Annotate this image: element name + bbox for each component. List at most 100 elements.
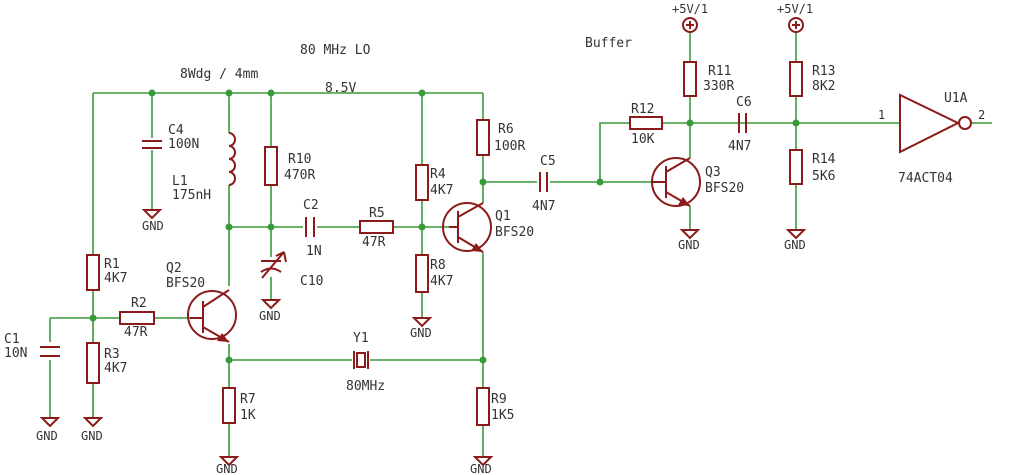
r11-value: 330R xyxy=(703,79,734,94)
ground-q3: GND xyxy=(678,229,701,252)
ground-c1: GND xyxy=(36,417,61,443)
supply-vcc1-label: +5V/1 xyxy=(672,2,708,16)
wires xyxy=(49,33,992,457)
ground-label: GND xyxy=(410,326,432,340)
resistor-r5: R5 47R xyxy=(359,206,394,250)
ground-r7: GND xyxy=(216,456,240,475)
r3-value: 4K7 xyxy=(104,361,127,376)
capacitor-c4: C4 100N xyxy=(142,123,199,152)
resistor-r13: R13 8K2 xyxy=(789,61,835,97)
junctions xyxy=(89,89,800,364)
c2-value: 1N xyxy=(306,244,322,259)
y1-value: 80MHz xyxy=(346,379,385,394)
schematic-title: 80 MHz LO xyxy=(300,43,371,58)
c1-value: 10N xyxy=(4,346,27,361)
r6-name: R6 xyxy=(498,122,514,137)
resistor-r11: R11 330R xyxy=(683,61,734,97)
ground-label: GND xyxy=(36,429,58,443)
ground-r14: GND xyxy=(784,229,807,252)
resistor-r10: R10 470R xyxy=(264,146,315,186)
ground-r9: GND xyxy=(470,456,494,475)
c6-name: C6 xyxy=(736,95,752,110)
r6-value: 100R xyxy=(494,139,525,154)
c1-name: C1 xyxy=(4,332,20,347)
r1-value: 4K7 xyxy=(104,271,127,286)
r9-name: R9 xyxy=(491,392,507,407)
capacitor-c2: C2 1N xyxy=(303,198,322,259)
resistor-r3: R3 4K7 xyxy=(86,342,127,384)
capacitor-c5: C5 4N7 xyxy=(532,154,556,214)
supply-vcc2-label: +5V/1 xyxy=(777,2,813,16)
r1-name: R1 xyxy=(104,257,120,272)
l1-value: 175nH xyxy=(172,188,211,203)
r8-name: R8 xyxy=(430,258,446,273)
c6-value: 4N7 xyxy=(728,139,751,154)
r11-name: R11 xyxy=(708,64,731,79)
crystal-y1: Y1 80MHz xyxy=(346,331,385,394)
y1-name: Y1 xyxy=(353,331,369,346)
c4-value: 100N xyxy=(168,137,199,152)
inductor-l1: L1 175nH xyxy=(172,132,236,203)
resistor-r2: R2 47R xyxy=(119,296,155,340)
resistor-r6: R6 100R xyxy=(476,119,525,156)
r8-value: 4K7 xyxy=(430,274,453,289)
r2-value: 47R xyxy=(124,325,148,340)
winding-note: 8Wdg / 4mm xyxy=(180,67,258,82)
capacitor-c1: C1 10N xyxy=(4,332,60,361)
capacitor-c6: C6 4N7 xyxy=(728,95,752,154)
r12-value: 10K xyxy=(631,132,655,147)
l1-name: L1 xyxy=(172,174,188,189)
resistor-r1: R1 4K7 xyxy=(86,254,127,291)
c2-name: C2 xyxy=(303,198,319,213)
r4-value: 4K7 xyxy=(430,183,453,198)
r13-name: R13 xyxy=(812,64,835,79)
c5-name: C5 xyxy=(540,154,556,169)
r13-value: 8K2 xyxy=(812,79,835,94)
rail-voltage-label: 8.5V xyxy=(325,81,356,96)
r14-name: R14 xyxy=(812,152,836,167)
ground-label: GND xyxy=(81,429,103,443)
q3-name: Q3 xyxy=(705,165,721,180)
ground-label: GND xyxy=(678,238,700,252)
resistor-r7: R7 1K xyxy=(222,387,256,424)
ground-label: GND xyxy=(259,309,281,323)
r7-value: 1K xyxy=(240,408,256,423)
buffer-label: Buffer xyxy=(585,36,632,51)
r14-value: 5K6 xyxy=(812,169,835,184)
q1-value: BFS20 xyxy=(495,225,534,240)
ground-label: GND xyxy=(470,462,492,475)
u1a-value: 74ACT04 xyxy=(898,171,953,186)
supply-vcc1: +5V/1 xyxy=(672,2,708,33)
u1a-pin-in: 1 xyxy=(878,108,885,122)
supply-vcc2: +5V/1 xyxy=(777,2,813,33)
r5-value: 47R xyxy=(362,235,386,250)
q2-name: Q2 xyxy=(166,261,182,276)
ground-c10: GND xyxy=(259,299,282,323)
r10-name: R10 xyxy=(288,152,311,167)
c4-name: C4 xyxy=(168,123,184,138)
resistor-r14: R14 5K6 xyxy=(789,149,836,185)
resistor-r12: R12 10K xyxy=(629,102,663,147)
resistor-r4: R4 4K7 xyxy=(415,164,453,201)
transistor-q1: Q1 BFS20 xyxy=(442,202,534,253)
r10-value: 470R xyxy=(284,168,315,183)
u1a-name: U1A xyxy=(944,91,968,106)
c10-name: C10 xyxy=(300,274,323,289)
trimmer-capacitor-c10: C10 xyxy=(260,251,323,289)
inverter-u1a: 1 2 U1A 74ACT04 xyxy=(878,91,985,186)
resistor-r9: R9 1K5 xyxy=(476,387,514,426)
ground-label: GND xyxy=(142,219,164,233)
q2-value: BFS20 xyxy=(166,276,205,291)
c5-value: 4N7 xyxy=(532,199,555,214)
u1a-pin-out: 2 xyxy=(978,108,985,122)
r2-name: R2 xyxy=(131,296,147,311)
q3-value: BFS20 xyxy=(705,181,744,196)
ground-r3: GND xyxy=(81,417,104,443)
r7-name: R7 xyxy=(240,392,256,407)
ground-label: GND xyxy=(784,238,806,252)
r4-name: R4 xyxy=(430,167,446,182)
r9-value: 1K5 xyxy=(491,408,514,423)
r5-name: R5 xyxy=(369,206,385,221)
transistor-q2: Q2 BFS20 xyxy=(166,261,237,343)
